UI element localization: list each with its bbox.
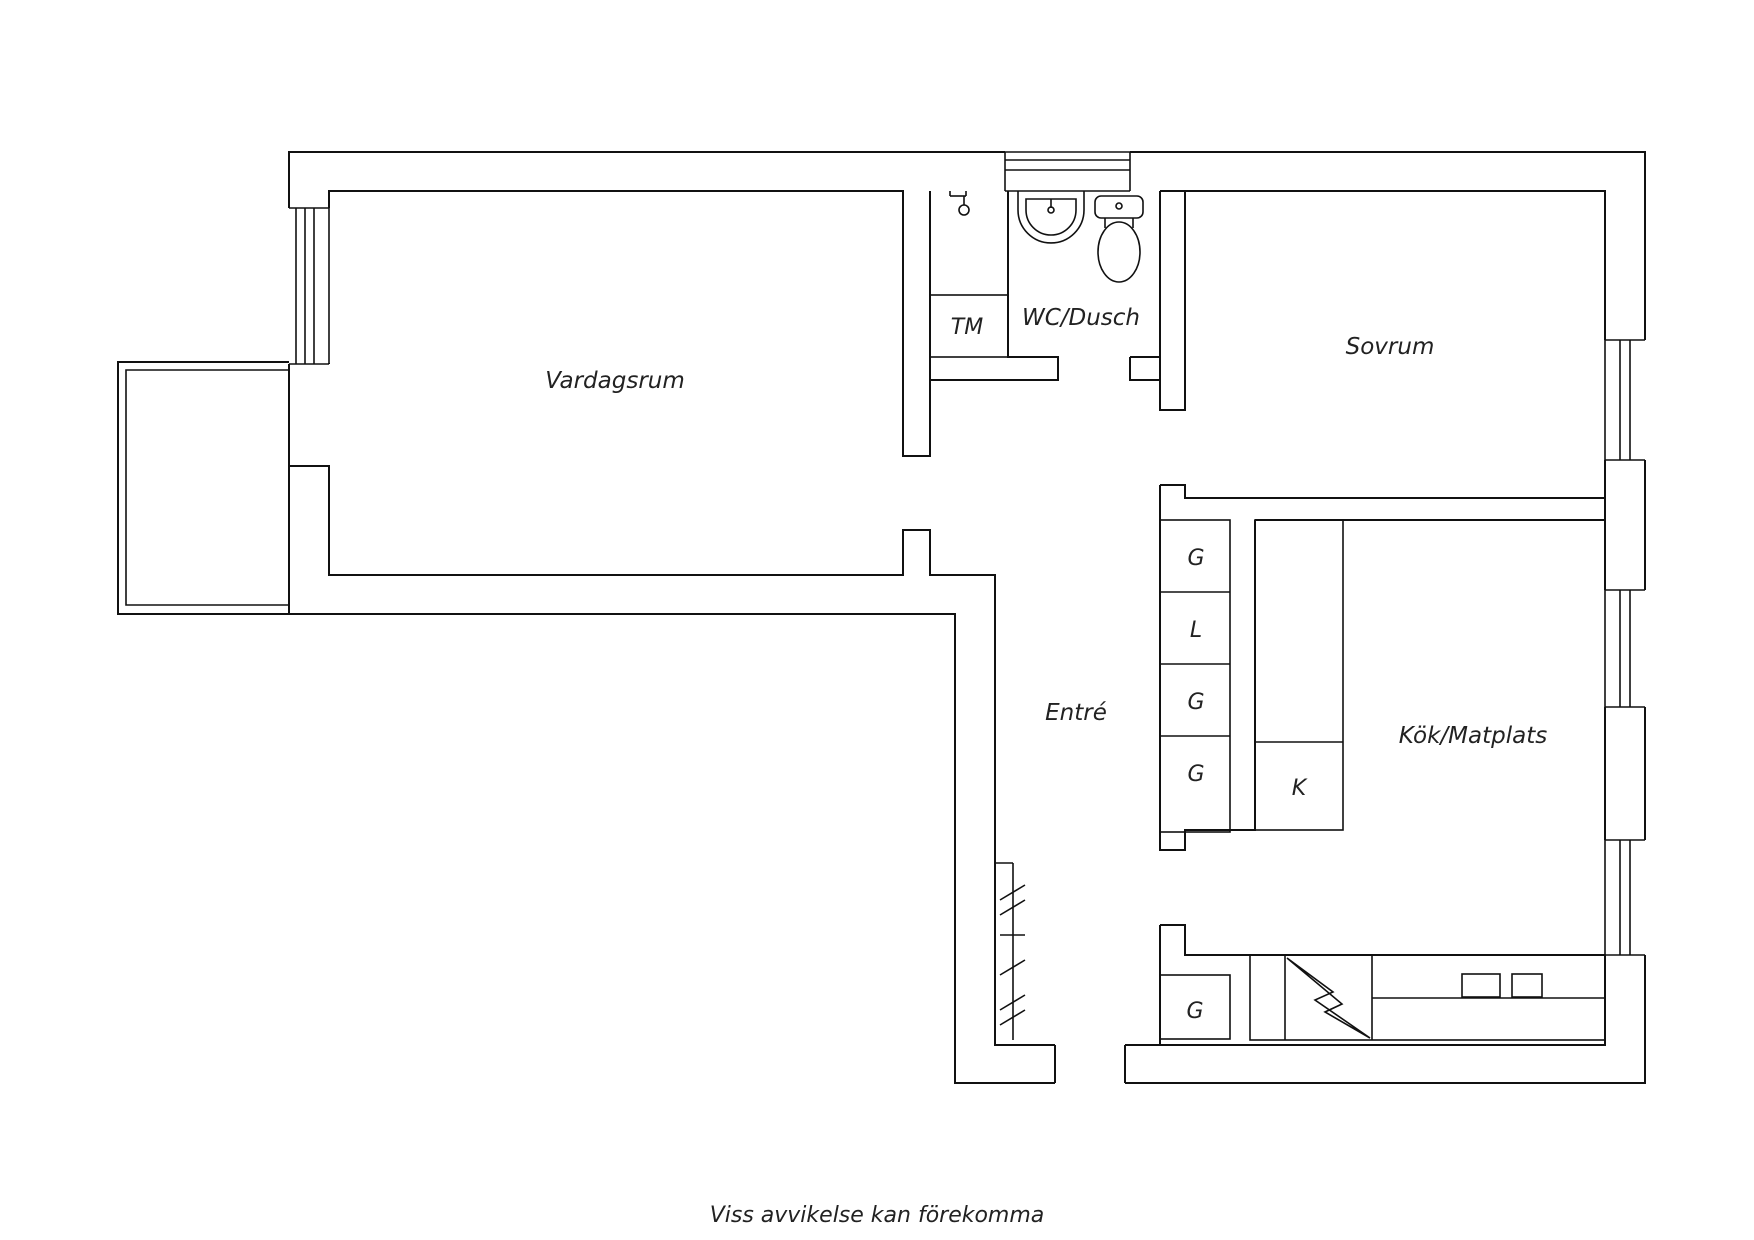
kitchen-counter xyxy=(1249,954,1606,1041)
bathroom-walls xyxy=(929,191,1186,411)
window-living-room xyxy=(289,207,330,365)
room-label-entrance: Entré xyxy=(1045,700,1107,726)
room-label-living: Vardagsrum xyxy=(545,368,685,394)
closet-bottom xyxy=(1159,974,1231,1040)
room-label-bedroom: Sovrum xyxy=(1346,334,1435,360)
balcony xyxy=(117,361,289,615)
window-bedroom xyxy=(1604,339,1645,461)
closet-label-g3: G xyxy=(1187,762,1204,787)
sink-icon xyxy=(1017,191,1085,244)
closet-label-l1: L xyxy=(1190,618,1202,643)
window-kitchen-upper xyxy=(1604,589,1645,708)
outer-walls xyxy=(288,151,1646,1084)
window-bathroom xyxy=(1004,151,1131,192)
closet-label-g1: G xyxy=(1187,546,1204,571)
toilet-icon xyxy=(1094,195,1144,283)
window-kitchen-lower xyxy=(1604,839,1645,956)
inner-walls xyxy=(289,190,1606,1083)
bedroom-kitchen-walls xyxy=(1159,191,1606,1045)
closet-label-g4: G xyxy=(1186,999,1203,1024)
room-label-kitchen: Kök/Matplats xyxy=(1399,723,1547,749)
closet-label-k1: K xyxy=(1292,776,1308,801)
closet-column xyxy=(1159,519,1231,833)
label-washing-machine: TM xyxy=(951,315,983,340)
closet-label-g2: G xyxy=(1187,690,1204,715)
kitchen-tall-unit xyxy=(1254,519,1344,831)
wardrobe xyxy=(995,862,1026,1040)
disclaimer-text: Viss avvikelse kan förekomma xyxy=(709,1203,1045,1228)
room-label-bathroom: WC/Dusch xyxy=(1022,305,1140,331)
electric-stove-icon xyxy=(1286,957,1371,1039)
shower-icon xyxy=(949,191,970,216)
